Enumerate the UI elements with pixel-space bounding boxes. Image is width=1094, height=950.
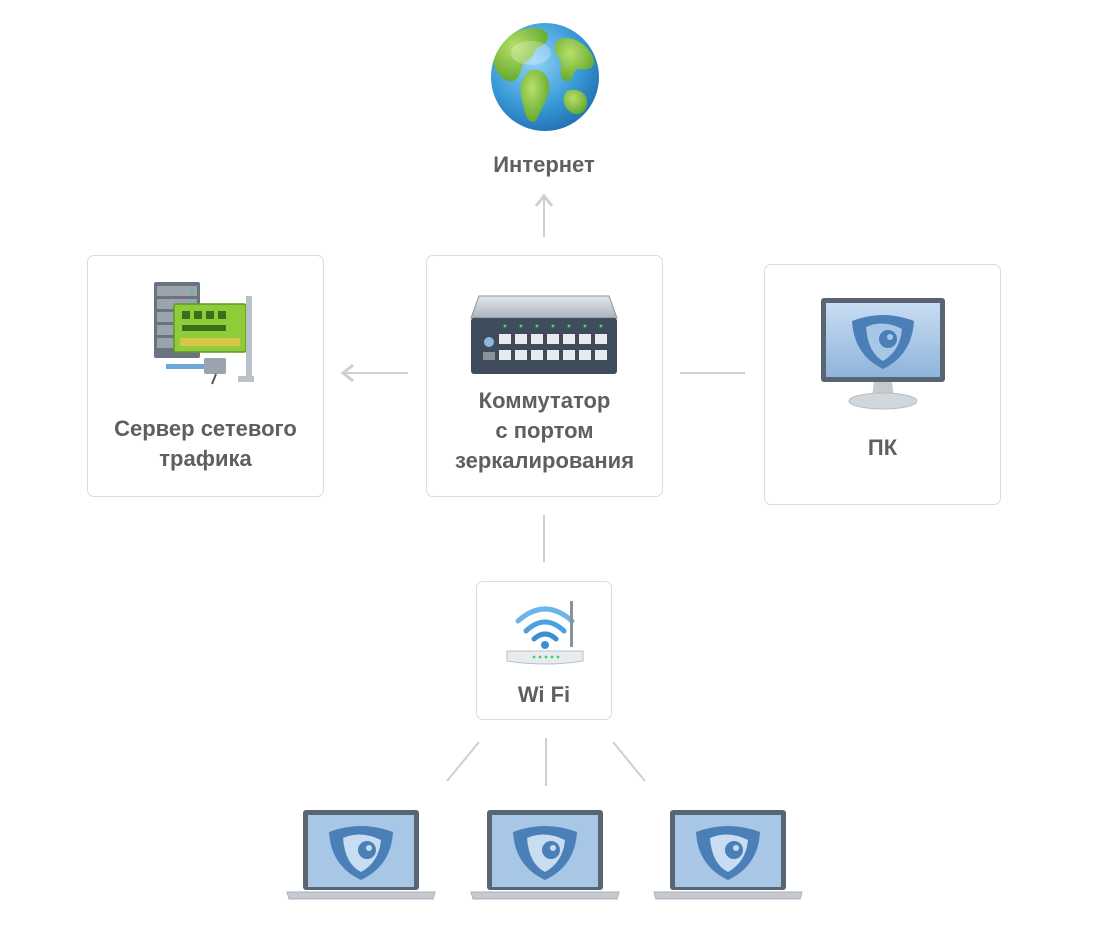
switch-label-line-1: Коммутатор (478, 388, 611, 413)
wifi-label: Wi Fi (517, 682, 571, 707)
globe-icon (491, 23, 599, 131)
edge-wifi-laptop-3 (612, 741, 646, 782)
wifi-router-icon (506, 601, 584, 665)
laptop-icon (653, 810, 803, 900)
monitor-icon (821, 298, 945, 410)
server-label-line-2: трафика (159, 446, 252, 471)
node-wifi: Wi Fi (476, 581, 612, 720)
server-label: Сервер сетевого трафика (88, 414, 323, 474)
network-switch-icon (470, 295, 618, 374)
laptop-icon (286, 810, 436, 900)
switch-label: Коммутатор с портом зеркалирования (427, 386, 662, 476)
node-server: Сервер сетевого трафика (87, 255, 324, 497)
pc-label: ПК (867, 435, 898, 460)
laptop-icon (470, 810, 620, 900)
internet-label: Интернет (493, 152, 595, 177)
node-switch: Коммутатор с портом зеркалирования (426, 255, 663, 497)
switch-label-line-3: зеркалирования (454, 448, 635, 473)
switch-label-line-2: с портом (495, 418, 594, 443)
node-pc: ПК (764, 264, 1001, 505)
server-label-line-1: Сервер сетевого (114, 416, 297, 441)
server-icon (154, 282, 254, 385)
edge-wifi-laptop-1 (446, 741, 480, 782)
